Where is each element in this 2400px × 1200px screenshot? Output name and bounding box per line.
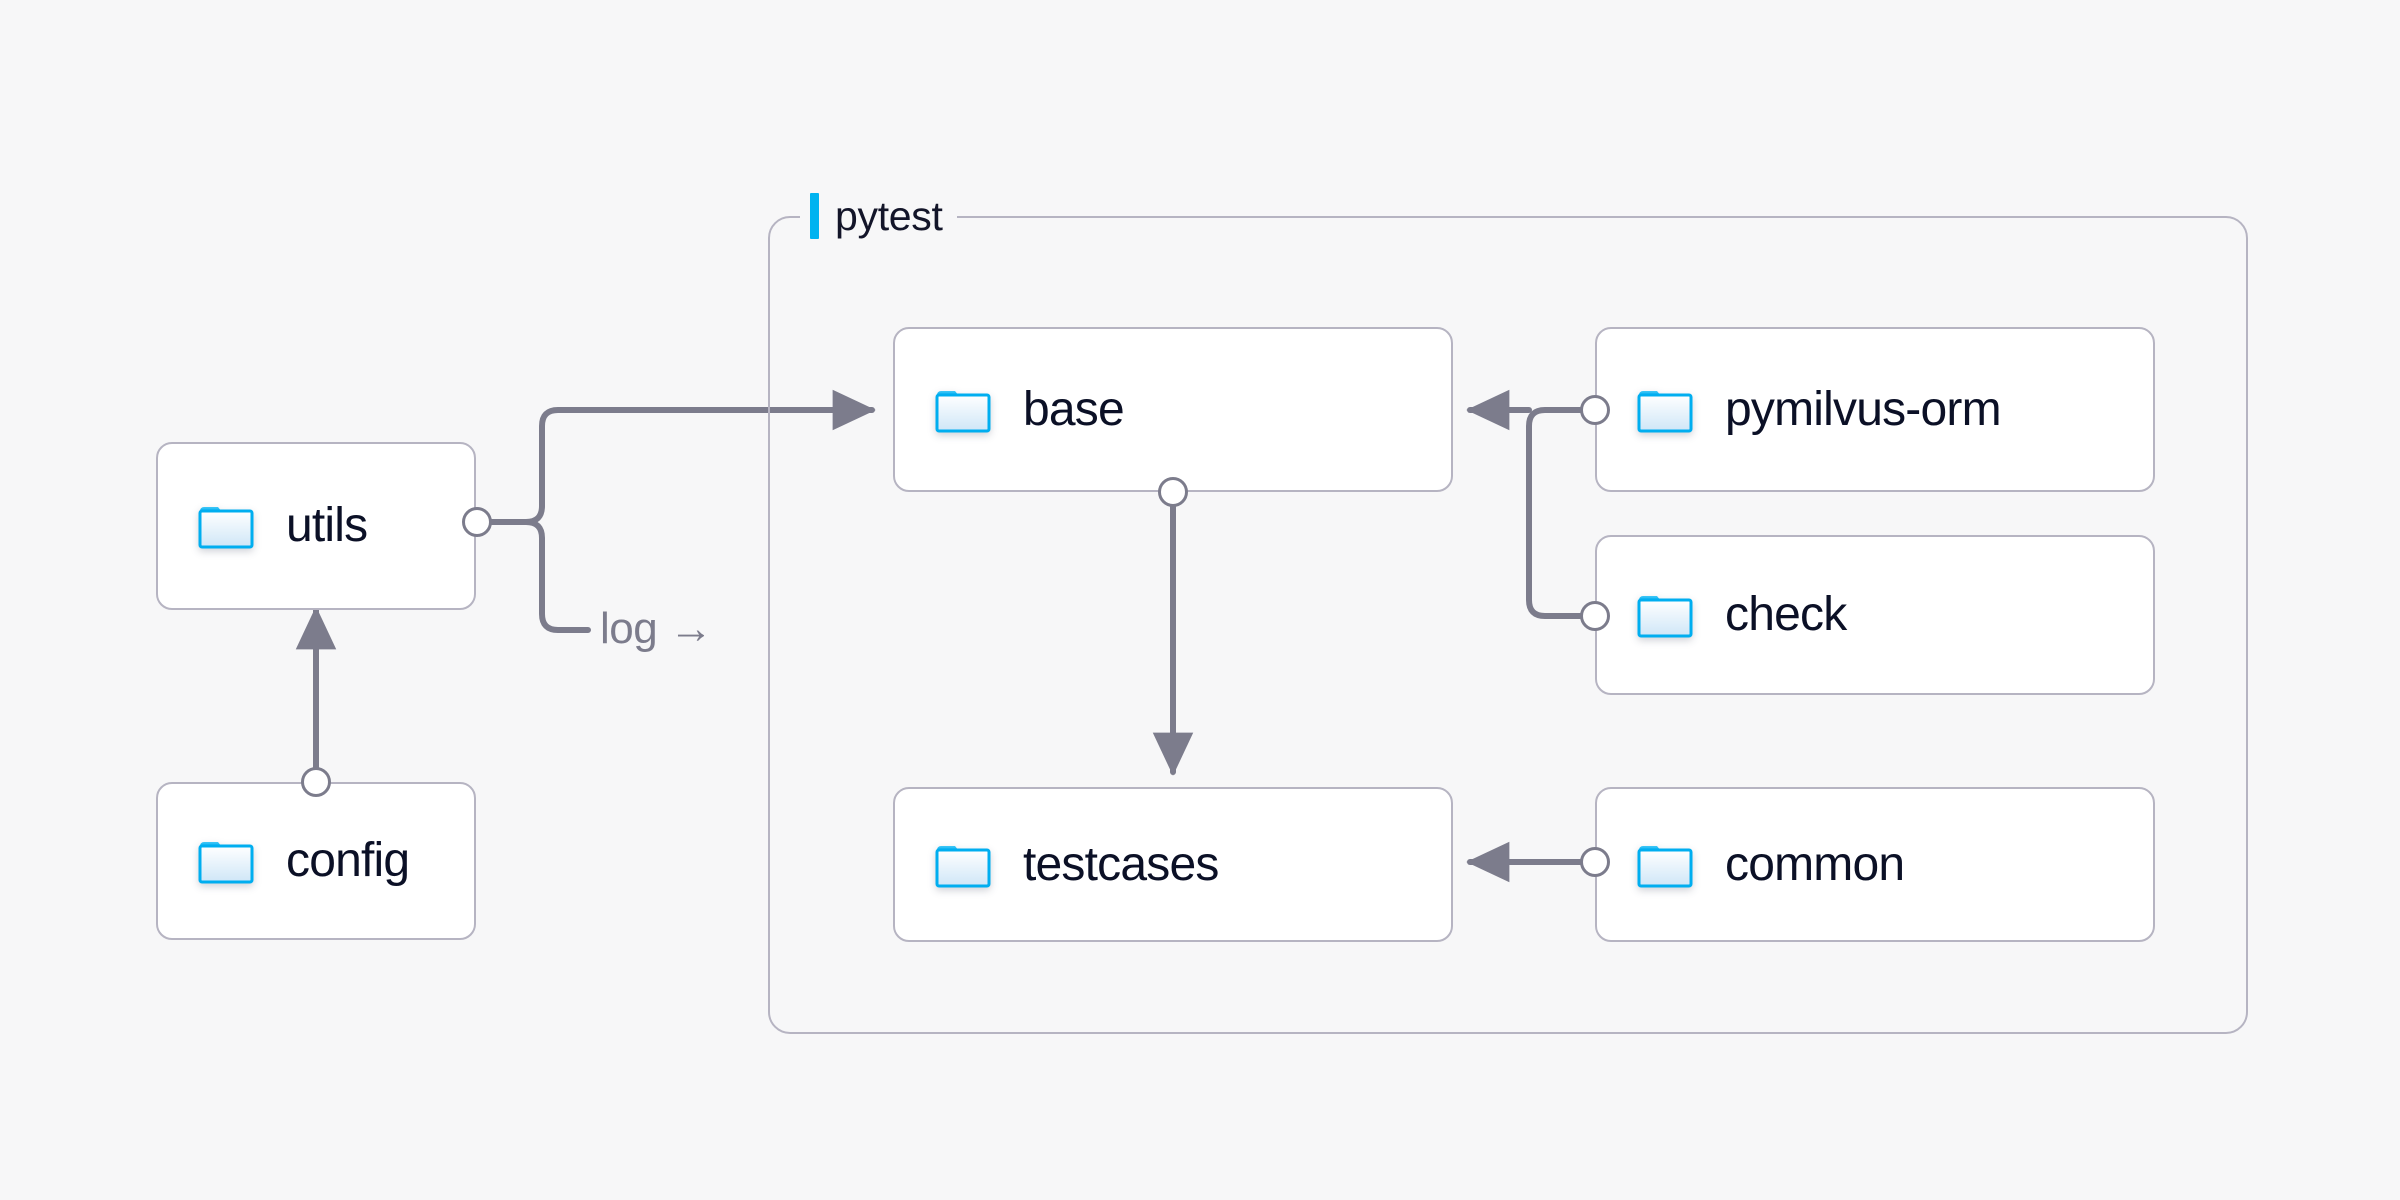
node-pymilvus-orm[interactable]: pymilvus-orm <box>1595 327 2155 492</box>
pytest-group-container[interactable] <box>768 216 2248 1034</box>
node-base[interactable]: base <box>893 327 1453 492</box>
edge-utils-to-log <box>489 519 591 633</box>
folder-icon <box>1637 591 1693 639</box>
pytest-group-label: pytest <box>800 189 957 243</box>
folder-icon <box>1637 386 1693 434</box>
node-common[interactable]: common <box>1595 787 2155 942</box>
port-check-left[interactable] <box>1580 601 1610 631</box>
port-pymilvus-orm-left[interactable] <box>1580 395 1610 425</box>
edge-label-log: log → <box>600 604 713 653</box>
folder-icon <box>935 841 991 889</box>
port-config-top[interactable] <box>301 767 331 797</box>
node-label: base <box>1023 382 1125 436</box>
folder-icon <box>1637 841 1693 889</box>
node-config[interactable]: config <box>156 782 476 940</box>
port-base-bottom[interactable] <box>1158 477 1188 507</box>
node-utils[interactable]: utils <box>156 442 476 610</box>
node-label: common <box>1725 837 1905 891</box>
folder-icon <box>198 502 254 550</box>
node-label: check <box>1725 588 1847 641</box>
node-testcases[interactable]: testcases <box>893 787 1453 942</box>
node-label: testcases <box>1023 837 1219 891</box>
node-label: pymilvus-orm <box>1725 382 2002 436</box>
node-label: config <box>286 834 410 887</box>
node-label: utils <box>286 499 368 552</box>
group-accent-bar <box>810 193 819 239</box>
port-utils-right[interactable] <box>462 507 492 537</box>
port-common-left[interactable] <box>1580 847 1610 877</box>
group-label-text: pytest <box>835 192 943 239</box>
folder-icon <box>198 837 254 885</box>
folder-icon <box>935 386 991 434</box>
node-check[interactable]: check <box>1595 535 2155 695</box>
